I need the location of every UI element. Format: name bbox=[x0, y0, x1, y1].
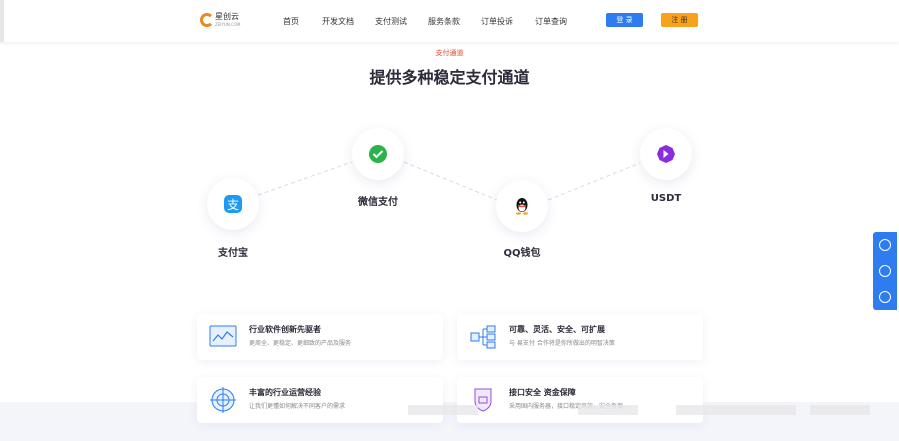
feature-desc: 采用国内服务器，接口稳定高效，安全有保 bbox=[509, 403, 624, 410]
nav-complaint[interactable]: 订单投诉 bbox=[481, 17, 513, 26]
feature-card-security: 接口安全 资金保障 采用国内服务器，接口稳定高效，安全有保 bbox=[457, 377, 703, 423]
qq-wallet-channel[interactable] bbox=[496, 180, 548, 232]
monitor-chart-icon bbox=[209, 325, 237, 347]
qq-icon bbox=[879, 291, 891, 303]
logo-domain: ZEIYUN.COM bbox=[215, 22, 241, 27]
qq-wallet-label: QQ钱包 bbox=[503, 248, 541, 259]
floating-tool-bar bbox=[873, 232, 897, 310]
wechat-contact-button[interactable] bbox=[873, 258, 897, 284]
top-header: 星创云 ZEIYUN.COM 首页 开发文档 支付测试 服务条款 订单投诉 订单… bbox=[0, 0, 899, 42]
svg-text:支: 支 bbox=[227, 198, 239, 212]
shield-icon bbox=[474, 388, 492, 412]
logo-mark-icon bbox=[200, 13, 214, 27]
nav-order-query[interactable]: 订单查询 bbox=[535, 17, 567, 26]
feature-desc: 更周全、更稳定、更细致的产品及服务 bbox=[249, 340, 352, 347]
login-button[interactable]: 登 录 bbox=[606, 13, 643, 27]
qq-wallet-icon bbox=[516, 198, 528, 215]
feature-desc: 让我们更懂如何解决不同客户的需求 bbox=[249, 403, 346, 410]
feature-desc: 与 易支付 合作将是你所做出的明智决策 bbox=[509, 340, 615, 347]
logo-name: 星创云 bbox=[215, 12, 239, 21]
section-tag: 支付通道 bbox=[435, 49, 464, 57]
register-button[interactable]: 注 册 bbox=[661, 13, 698, 27]
nav-pay-test[interactable]: 支付测试 bbox=[375, 17, 407, 26]
feature-title: 接口安全 资金保障 bbox=[509, 388, 576, 397]
usdt-channel[interactable] bbox=[640, 128, 692, 180]
feature-card-innovation: 行业软件创新先驱者 更周全、更稳定、更细致的产品及服务 bbox=[197, 314, 443, 360]
wechat-pay-icon bbox=[369, 145, 387, 163]
customer-service-icon bbox=[879, 239, 891, 251]
blurred-content bbox=[676, 405, 796, 415]
alipay-icon: 支 bbox=[224, 195, 242, 213]
wechat-pay-channel[interactable] bbox=[352, 128, 404, 180]
network-structure-icon bbox=[470, 325, 496, 349]
qq-contact-button[interactable] bbox=[873, 284, 897, 310]
target-icon bbox=[210, 387, 236, 413]
blurred-content bbox=[578, 405, 638, 415]
section-title: 提供多种稳定支付通道 bbox=[369, 68, 530, 87]
site-logo[interactable]: 星创云 ZEIYUN.COM bbox=[200, 11, 246, 31]
alipay-label: 支付宝 bbox=[218, 248, 248, 259]
feature-card-experience: 丰富的行业运营经验 让我们更懂如何解决不同客户的需求 bbox=[197, 377, 443, 423]
feature-card-reliable: 可靠、灵活、安全、可扩展 与 易支付 合作将是你所做出的明智决策 bbox=[457, 314, 703, 360]
nav-terms[interactable]: 服务条款 bbox=[428, 17, 460, 26]
blurred-content bbox=[810, 405, 870, 415]
feature-title: 可靠、灵活、安全、可扩展 bbox=[509, 325, 605, 334]
alipay-channel[interactable]: 支 bbox=[207, 178, 259, 230]
usdt-label: USDT bbox=[650, 193, 682, 204]
nav-docs[interactable]: 开发文档 bbox=[322, 17, 354, 26]
usdt-icon bbox=[657, 145, 675, 163]
blurred-content bbox=[408, 405, 478, 415]
wechat-icon bbox=[879, 265, 891, 277]
wechat-pay-label: 微信支付 bbox=[358, 197, 398, 208]
customer-service-button[interactable] bbox=[873, 232, 897, 258]
feature-title: 行业软件创新先驱者 bbox=[249, 325, 321, 334]
nav-home[interactable]: 首页 bbox=[283, 17, 299, 26]
feature-title: 丰富的行业运营经验 bbox=[249, 388, 321, 397]
